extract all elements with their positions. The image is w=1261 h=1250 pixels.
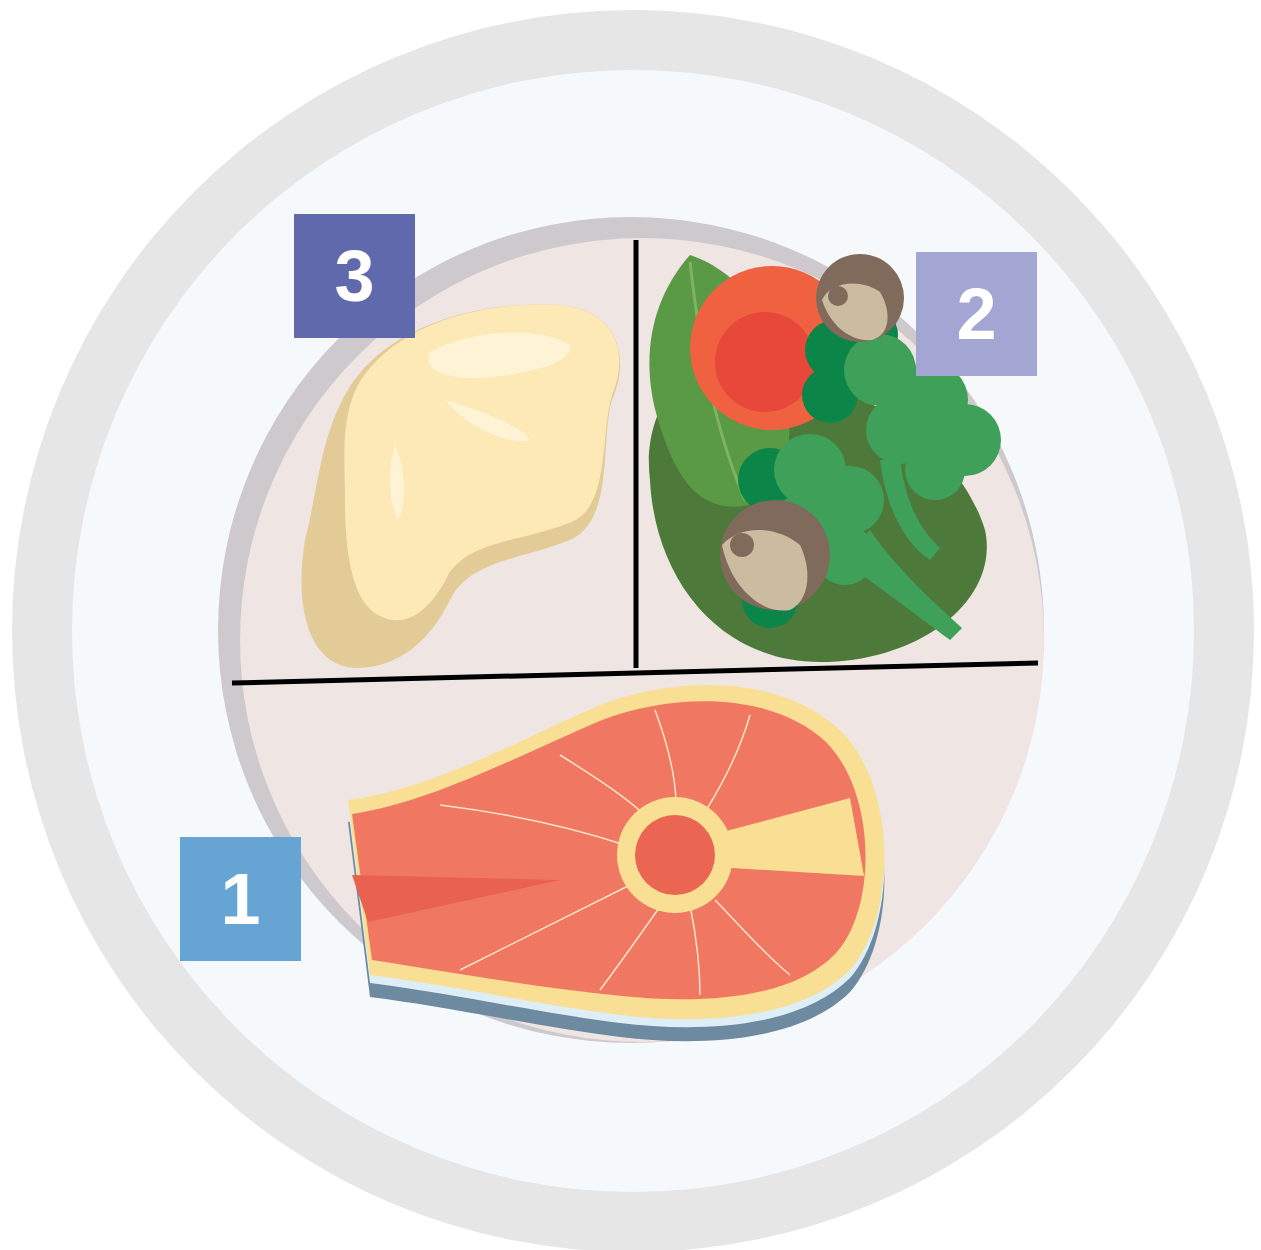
salmon-steak bbox=[348, 685, 884, 1041]
inner-plate-rim bbox=[218, 217, 1044, 1043]
mashed-potato bbox=[302, 304, 621, 668]
divider-line bbox=[232, 663, 1038, 683]
outer-plate-rim bbox=[12, 10, 1254, 1250]
inner-plate bbox=[240, 238, 1044, 1042]
outer-plate bbox=[72, 70, 1194, 1192]
callout-number: 1 bbox=[180, 837, 301, 961]
divider-line bbox=[634, 240, 639, 668]
mushroom bbox=[816, 254, 904, 342]
callout-number: 3 bbox=[294, 214, 415, 338]
mushroom bbox=[720, 500, 830, 611]
callout-number: 2 bbox=[916, 252, 1037, 376]
